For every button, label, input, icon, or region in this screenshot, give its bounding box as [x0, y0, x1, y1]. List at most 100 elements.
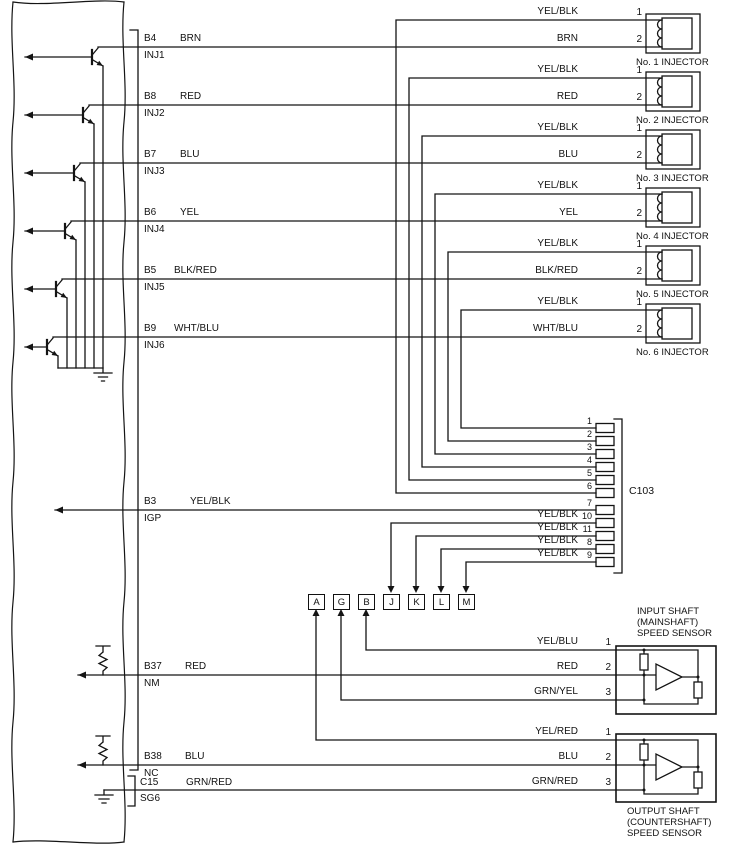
injector-label: No. 4 INJECTOR [636, 231, 709, 242]
ecu-pin-label: B8 [144, 91, 157, 102]
injector-symbol [645, 245, 701, 286]
wire-color-label: BLU [558, 149, 578, 160]
wire-color-label: YEL/BLK [537, 238, 578, 249]
wire-color-label: BLK/RED [174, 265, 217, 276]
ecu-pin-name: INJ6 [144, 340, 165, 351]
connector-letter: G [337, 596, 346, 608]
injector-symbol [645, 129, 701, 170]
injector-pin-number: 2 [636, 324, 642, 335]
ecu-pin-label: B7 [144, 149, 157, 160]
sensor-pin-number: 3 [605, 687, 611, 698]
ecu-pin-name: INJ4 [144, 224, 165, 235]
wire-color-label: RED [556, 661, 578, 672]
ecu-pin-name: INJ2 [144, 108, 165, 119]
injector-label: No. 3 INJECTOR [636, 173, 709, 184]
wire-color-label: BLU [180, 149, 200, 160]
ecu-pin-label: B5 [144, 265, 157, 276]
sensor-pin-number: 3 [605, 777, 611, 788]
output-sensor-symbol [615, 733, 717, 803]
injector-pin-number: 1 [636, 239, 642, 250]
c103-pin-number: 7 [586, 498, 592, 508]
c103-pin-number: 5 [586, 468, 592, 478]
c103-pin-number: 1 [586, 416, 592, 426]
connector-box-b: B [358, 594, 375, 610]
wire-color-label: YEL [180, 207, 199, 218]
c103-pin-number: 6 [586, 481, 592, 491]
wire-color-label: YEL/BLK [190, 496, 231, 507]
c103-pin-number: 9 [586, 550, 592, 560]
wire-color-label: BRN [556, 33, 578, 44]
ecu-pin-label: B4 [144, 33, 157, 44]
connector-box-m: M [458, 594, 475, 610]
injector-symbols [645, 13, 701, 344]
ecu-connector-bracket [127, 29, 139, 807]
wire-color-label: YEL/BLK [537, 6, 578, 17]
c103-pin-number: 8 [586, 537, 592, 547]
c103-pin-number: 4 [586, 455, 592, 465]
injector-symbol [645, 13, 701, 54]
ecu-pin-name: IGP [144, 513, 162, 524]
sensor-title-line: INPUT SHAFT [637, 606, 700, 617]
ecu-pin-label: B3 [144, 496, 157, 507]
connector-letter: M [462, 596, 471, 608]
ecu-pin-name: INJ5 [144, 282, 165, 293]
connector-letter: K [413, 596, 420, 608]
sensor-pin-number: 1 [605, 637, 611, 648]
injector-label: No. 6 INJECTOR [636, 347, 709, 358]
wire-color-label: GRN/RED [531, 776, 578, 787]
connector-letter: A [313, 596, 320, 608]
injector-pin-number: 1 [636, 181, 642, 192]
connector-letter: J [389, 596, 394, 608]
connector-box-k: K [408, 594, 425, 610]
wires [52, 19, 663, 791]
input-sensor-symbol [615, 645, 717, 715]
wire-color-label: YEL/BLK [537, 64, 578, 75]
injector-symbol [645, 71, 701, 112]
wire-color-label: YEL/BLK [537, 522, 578, 533]
wire-color-label: YEL/BLK [537, 122, 578, 133]
wire-color-label: BLU [185, 751, 205, 762]
ecu-pin-name: SG6 [140, 793, 161, 804]
connector-letter: B [363, 596, 370, 608]
injector-symbol [645, 187, 701, 228]
c103-connector [595, 418, 623, 574]
sensor-title-line: OUTPUT SHAFT [627, 806, 700, 817]
wire-color-label: BLU [558, 751, 578, 762]
injector-pin-number: 1 [636, 297, 642, 308]
injector-pin-number: 1 [636, 7, 642, 18]
wire-color-label: GRN/RED [186, 777, 233, 788]
injector-pin-number: 2 [636, 34, 642, 45]
wire-color-label: YEL/BLU [536, 636, 578, 647]
ecu-pin-label: B38 [144, 751, 162, 762]
c103-pin-number: 3 [586, 442, 592, 452]
wire-color-label: YEL/BLK [537, 180, 578, 191]
wire-color-label: YEL/BLK [537, 509, 578, 520]
ecu-pin-label: B9 [144, 323, 157, 334]
wire-color-label: GRN/YEL [534, 686, 578, 697]
injector-pin-number: 2 [636, 92, 642, 103]
c103-pin-number: 2 [586, 429, 592, 439]
connector-box-j: J [383, 594, 400, 610]
injector-pin-number: 1 [636, 65, 642, 76]
wire-color-label: RED [556, 91, 578, 102]
wire-color-label: YEL [559, 207, 578, 218]
ecu-pin-label: B6 [144, 207, 157, 218]
connector-box-g: G [333, 594, 350, 610]
ecu-pin-name: NM [144, 678, 160, 689]
wire-color-label: YEL/BLK [537, 548, 578, 559]
ecu-internals [24, 47, 114, 804]
injector-label: No. 1 INJECTOR [636, 57, 709, 68]
sensor-title-line: (MAINSHAFT) [637, 617, 699, 628]
wire-color-label: YEL/BLK [537, 296, 578, 307]
c103-label: C103 [629, 485, 655, 497]
sensor-pin-number: 1 [605, 727, 611, 738]
wire-color-label: YEL/BLK [537, 535, 578, 546]
injector-label: No. 5 INJECTOR [636, 289, 709, 300]
sensor-title-line: SPEED SENSOR [627, 828, 702, 839]
sensor-pin-number: 2 [605, 662, 611, 673]
wire-color-label: WHT/BLU [533, 323, 578, 334]
arrowheads-connectors [312, 586, 470, 616]
wire-color-label: YEL/RED [535, 726, 578, 737]
connector-box-l: L [433, 594, 450, 610]
